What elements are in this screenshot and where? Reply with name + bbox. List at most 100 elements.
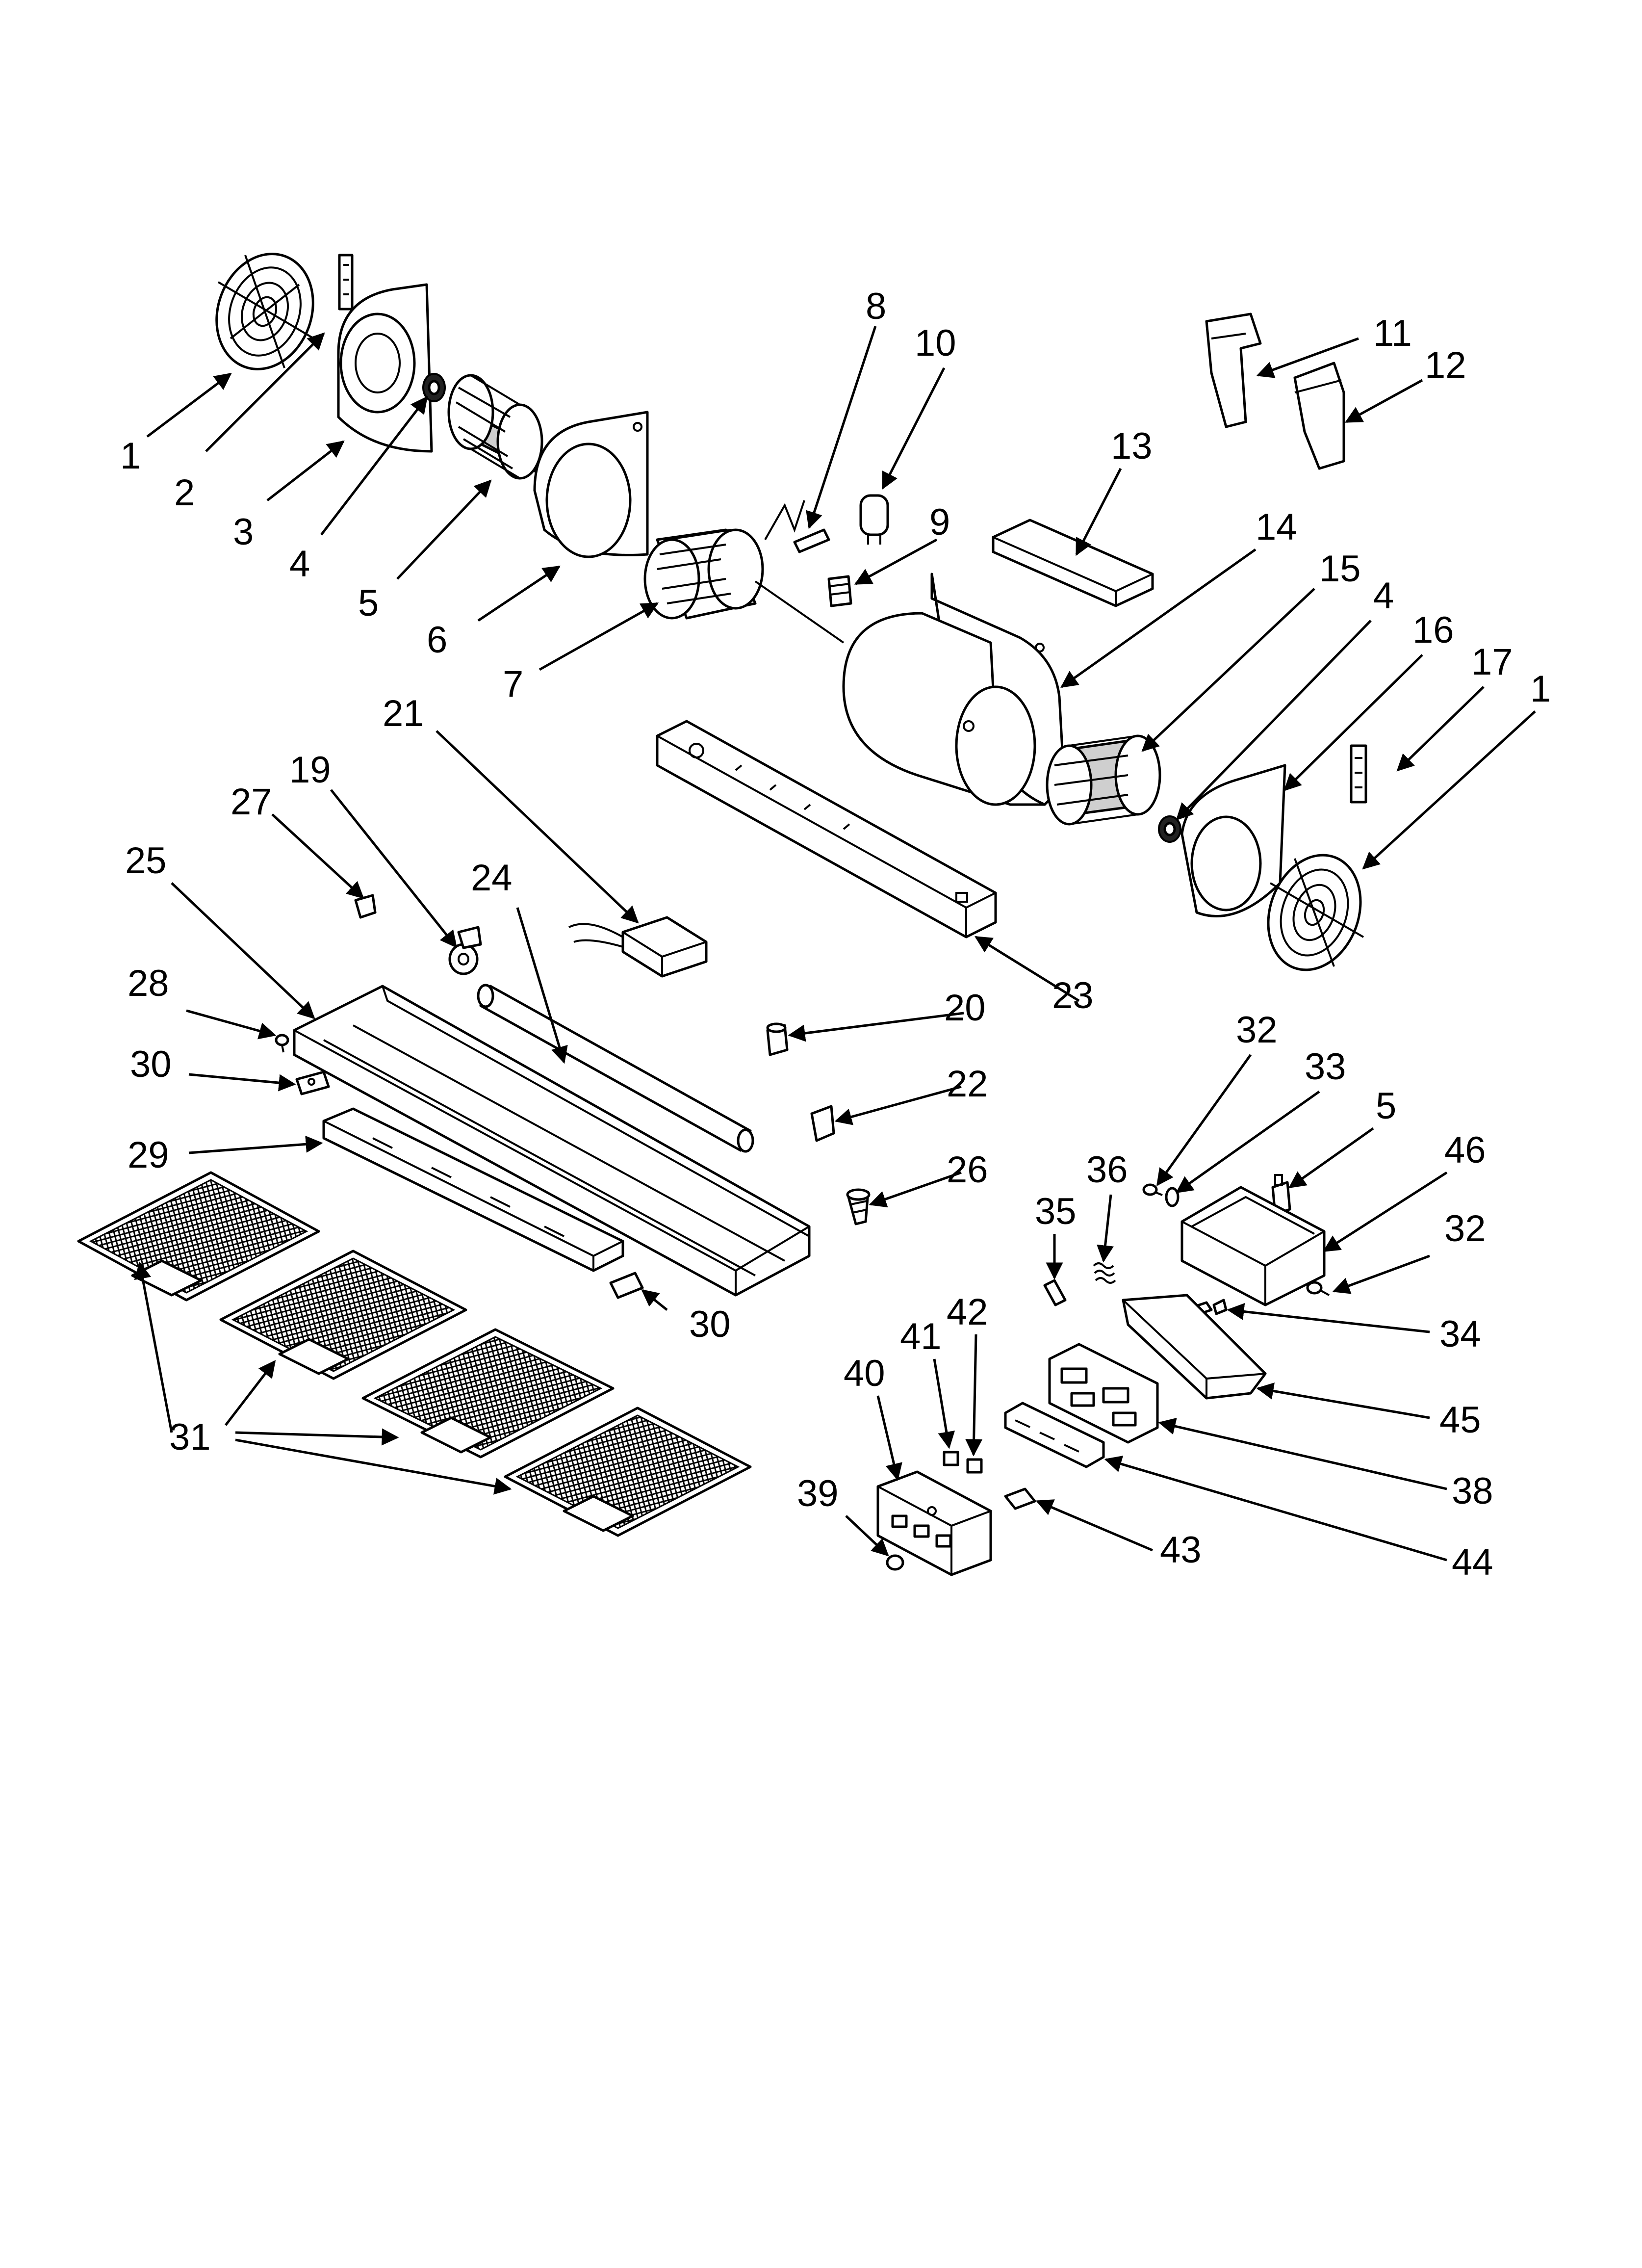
leader-42 (965, 1334, 983, 1457)
control-panel-40 (876, 1470, 992, 1576)
leader-5a (396, 479, 492, 580)
leader-31-d (235, 1438, 512, 1495)
callout-43: 43 (1160, 1529, 1202, 1571)
leader-lines (134, 326, 1536, 1562)
filter-4 (504, 1407, 752, 1537)
callout-32a: 32 (1236, 1009, 1278, 1051)
lamp-holder-20 (766, 1022, 789, 1056)
callout-32b: 32 (1444, 1208, 1486, 1250)
callout-25: 25 (125, 840, 167, 882)
leader-44 (1104, 1456, 1447, 1562)
clip-30-upper (295, 1070, 330, 1095)
callout-2: 2 (174, 472, 195, 514)
light-housing-25 (293, 985, 811, 1297)
right-grille (1267, 854, 1364, 971)
callout-34: 34 (1439, 1313, 1481, 1355)
part-43 (1004, 1487, 1036, 1510)
screw-28 (275, 1034, 289, 1053)
button-42 (966, 1458, 983, 1474)
control-box-46 (1180, 1186, 1326, 1306)
filter-1 (77, 1171, 320, 1302)
leader-1a (146, 372, 232, 438)
left-blower-wheel (447, 374, 543, 480)
leader-3 (266, 440, 345, 501)
knob-39 (886, 1554, 904, 1571)
callout-40: 40 (844, 1353, 885, 1394)
screw-32-lower (1306, 1281, 1330, 1296)
leader-27 (271, 813, 364, 899)
screw-32-upper (1142, 1183, 1163, 1196)
callout-22: 22 (947, 1063, 988, 1105)
leader-12 (1344, 379, 1423, 423)
callout-19: 19 (289, 749, 331, 791)
leader-11 (1256, 337, 1359, 378)
damper-12 (1293, 362, 1345, 470)
callout-17: 17 (1471, 641, 1513, 683)
callout-7: 7 (503, 663, 523, 705)
callout-21: 21 (383, 693, 424, 734)
callout-8: 8 (866, 286, 886, 327)
parts-layer (77, 253, 1367, 1576)
leader-15 (1141, 588, 1315, 752)
circuit-board-38 (1048, 1343, 1159, 1444)
washer-33 (1165, 1187, 1180, 1207)
callout-11: 11 (1373, 313, 1412, 354)
leader-5b (1288, 1127, 1374, 1189)
leader-20 (788, 1012, 964, 1042)
leader-30b (641, 1289, 668, 1311)
callout-27: 27 (231, 781, 272, 823)
callout-44: 44 (1452, 1541, 1493, 1583)
callout-35: 35 (1035, 1191, 1077, 1232)
leader-36 (1097, 1194, 1114, 1263)
callout-36: 36 (1086, 1149, 1128, 1191)
leader-7 (539, 602, 659, 671)
leader-9 (854, 538, 938, 585)
leader-39 (845, 1515, 889, 1557)
transformer-21 (568, 916, 708, 978)
capacitor (859, 494, 889, 545)
callout-38: 38 (1452, 1470, 1493, 1512)
leader-1b (1362, 710, 1536, 870)
leader-21 (436, 730, 639, 924)
callout-39: 39 (797, 1473, 839, 1514)
callout-5a: 5 (358, 582, 379, 624)
callout-23: 23 (1052, 975, 1094, 1017)
leader-32a (1156, 1054, 1252, 1186)
left-bearing (422, 373, 446, 402)
leader-28 (186, 1009, 277, 1040)
leader-19 (330, 789, 458, 948)
leader-34 (1227, 1303, 1430, 1333)
lamp-holder-22 (810, 1105, 835, 1142)
callout-24: 24 (471, 857, 513, 899)
callout-42: 42 (947, 1291, 988, 1333)
callout-1b: 1 (1530, 668, 1551, 710)
callout-1a: 1 (120, 435, 141, 477)
callout-41: 41 (900, 1316, 942, 1357)
right-housing-plate (1180, 764, 1286, 917)
leader-31-a (134, 1261, 173, 1433)
left-bracket (338, 254, 354, 311)
blower-housing (842, 573, 1066, 806)
callout-15: 15 (1319, 548, 1361, 590)
callout-6: 6 (427, 619, 447, 661)
callout-16: 16 (1412, 609, 1454, 651)
callout-28: 28 (128, 963, 169, 1004)
leader-10 (881, 367, 946, 490)
callout-26: 26 (947, 1149, 988, 1191)
clip-27 (354, 894, 377, 919)
wire-nut-26 (846, 1188, 871, 1225)
leader-26 (869, 1171, 962, 1208)
leader-29 (188, 1135, 323, 1154)
callout-31: 31 (169, 1416, 211, 1458)
callout-5b: 5 (1376, 1085, 1396, 1127)
leader-40 (876, 1395, 902, 1481)
callout-46: 46 (1444, 1129, 1486, 1171)
leader-30a (188, 1073, 296, 1092)
spring-36 (1093, 1262, 1116, 1284)
callout-4a: 4 (289, 543, 310, 585)
leader-32b (1332, 1254, 1430, 1294)
right-bracket (1350, 744, 1367, 804)
filter-2 (219, 1250, 467, 1380)
leader-16 (1283, 654, 1423, 791)
